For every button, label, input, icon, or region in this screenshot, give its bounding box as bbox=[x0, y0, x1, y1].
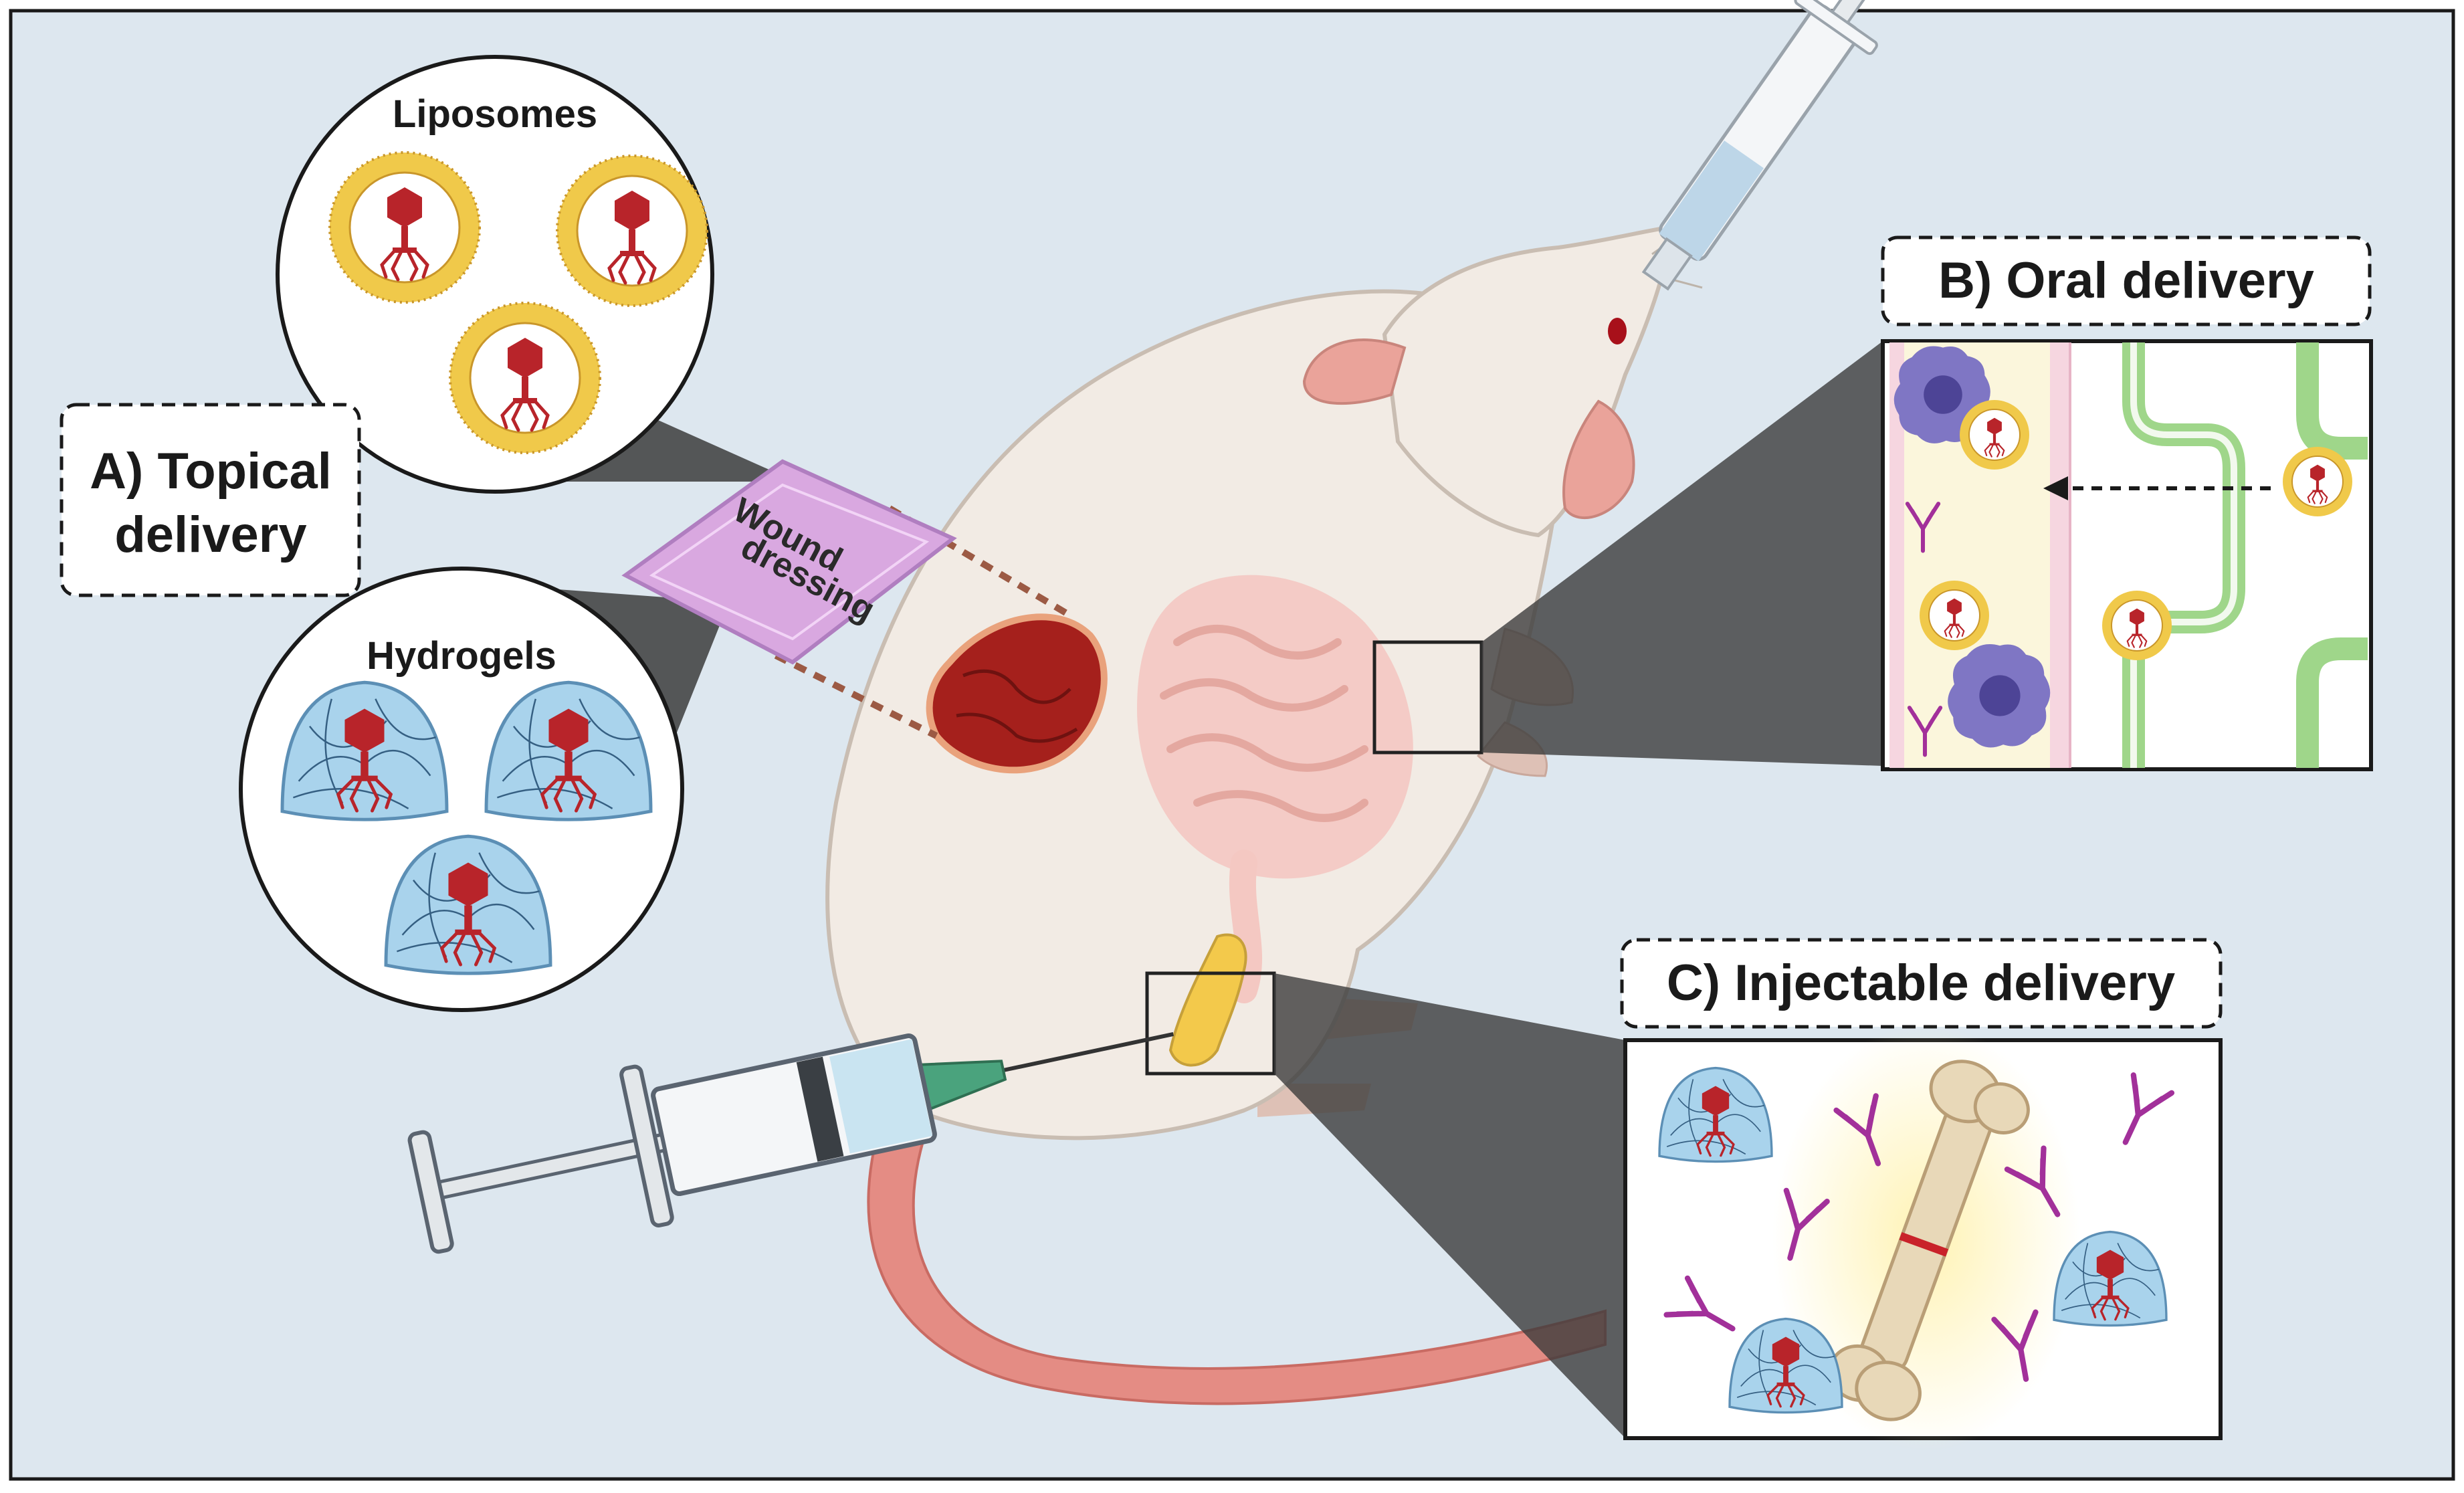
topical-delivery-label-box: A) Topical delivery bbox=[60, 403, 361, 597]
oral-inset-panel bbox=[1881, 339, 2373, 771]
bone-icon bbox=[1828, 1060, 2030, 1421]
injectable-callout-wedge bbox=[1274, 973, 1625, 1438]
hydrogels-panel: Hydrogels bbox=[239, 567, 684, 1012]
dressing-connector-top bbox=[888, 505, 1072, 619]
topical-delivery-label-line2: delivery bbox=[114, 506, 306, 563]
injectable-inset-panel bbox=[1623, 1023, 2223, 1452]
oral-liposome-4 bbox=[2283, 447, 2352, 516]
rat-illustration bbox=[825, 219, 1713, 1405]
oral-delivery-label-box: B) Oral delivery bbox=[1881, 235, 2372, 326]
liposome-3 bbox=[450, 303, 600, 453]
injectable-delivery-label-box: C) Injectable delivery bbox=[1620, 938, 2223, 1029]
oral-liposome-1 bbox=[1960, 400, 2029, 470]
rat-femur bbox=[1168, 933, 1247, 1067]
liposome-2 bbox=[557, 156, 707, 306]
injection-syringe-icon bbox=[407, 1032, 1174, 1254]
wound-dressing-icon: Wound dressing bbox=[621, 459, 957, 665]
rat-intestines bbox=[1137, 575, 1413, 1003]
oral-liposome-3 bbox=[2102, 591, 2172, 660]
oral-delivery-label: B) Oral delivery bbox=[1938, 252, 2314, 309]
rat-head bbox=[1382, 225, 1671, 538]
hydrogels-label: Hydrogels bbox=[367, 634, 556, 678]
rat-eye bbox=[1608, 318, 1627, 344]
liposomes-label: Liposomes bbox=[393, 92, 597, 136]
wound bbox=[926, 613, 1108, 774]
liposome-1 bbox=[330, 153, 480, 302]
oral-syringe-icon bbox=[1641, 0, 1904, 291]
rat-ear-back bbox=[1302, 338, 1407, 405]
liposomes-panel: Liposomes bbox=[276, 55, 714, 494]
rat-ear-front bbox=[1562, 399, 1635, 520]
oral-liposome-2 bbox=[1920, 581, 1989, 650]
injectable-delivery-label: C) Injectable delivery bbox=[1667, 955, 2175, 1011]
oral-callout-wedge bbox=[1481, 341, 1883, 766]
topical-delivery-label-line1: A) Topical bbox=[90, 443, 332, 500]
dressing-connector-bottom bbox=[774, 652, 938, 739]
immune-cell-icon-2 bbox=[1948, 643, 2051, 748]
